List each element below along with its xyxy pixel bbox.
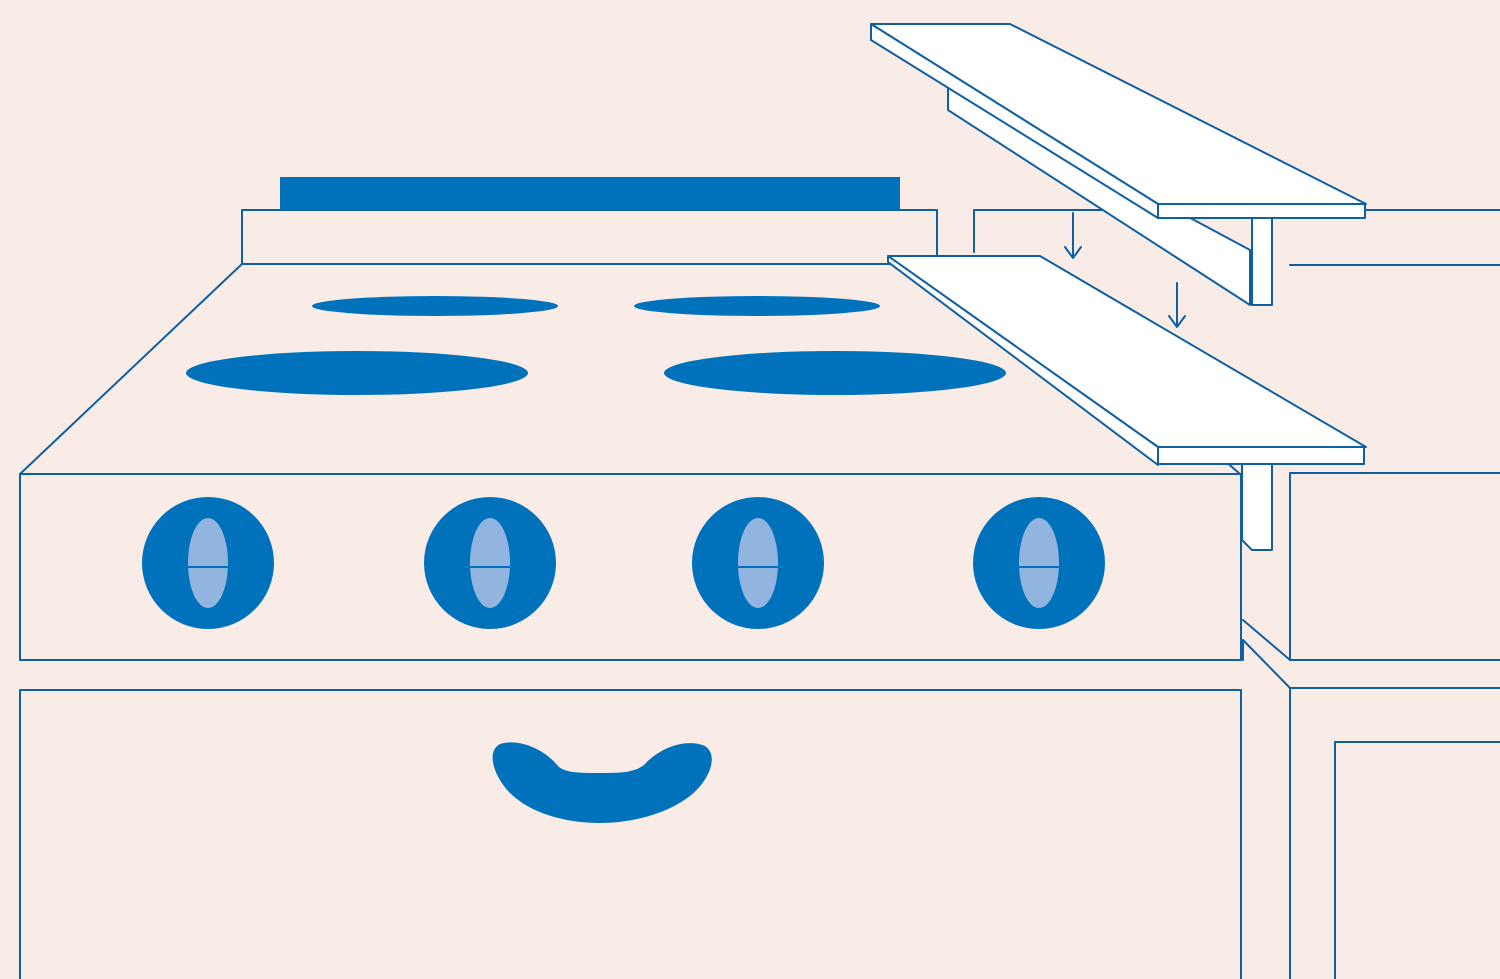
gap-cover-installed xyxy=(887,255,1367,551)
stove-cooktop xyxy=(19,263,1241,475)
burner-back-left xyxy=(312,296,558,316)
down-arrow-icon xyxy=(1064,212,1082,259)
stove-control-panel xyxy=(19,473,1242,661)
knob-grip xyxy=(1019,518,1059,608)
oven-door-outline xyxy=(19,689,1242,979)
oven-handle xyxy=(492,742,712,823)
burner-front-left xyxy=(186,351,528,395)
install-arrows xyxy=(1064,212,1186,328)
burner-front-right xyxy=(664,351,1006,395)
knob-grip xyxy=(188,518,228,608)
installed-cover-stem xyxy=(1241,463,1273,551)
counter-cabinet xyxy=(973,209,1500,979)
cabinet-body xyxy=(1289,687,1500,979)
lifted-cover-stem xyxy=(1251,217,1273,306)
knob-row xyxy=(142,497,1105,629)
oven-door xyxy=(19,689,1242,979)
knob-grip xyxy=(470,518,510,608)
burner-back-right xyxy=(634,296,880,316)
stove-knob xyxy=(692,497,824,629)
lifted-cover-edge xyxy=(1157,203,1366,219)
installed-cover-edge xyxy=(1157,446,1365,465)
knob-grip xyxy=(738,518,778,608)
down-arrow-icon xyxy=(1168,282,1186,328)
gap-cover-lifted xyxy=(870,23,1367,306)
stove-backguard xyxy=(241,177,938,265)
stove-knob xyxy=(424,497,556,629)
backguard-panel xyxy=(241,209,938,265)
backguard-display-strip xyxy=(280,177,900,210)
counter-side-gap xyxy=(1242,619,1291,689)
stove-knob xyxy=(142,497,274,629)
stove-knob xyxy=(973,497,1105,629)
cabinet-door xyxy=(1334,741,1500,979)
